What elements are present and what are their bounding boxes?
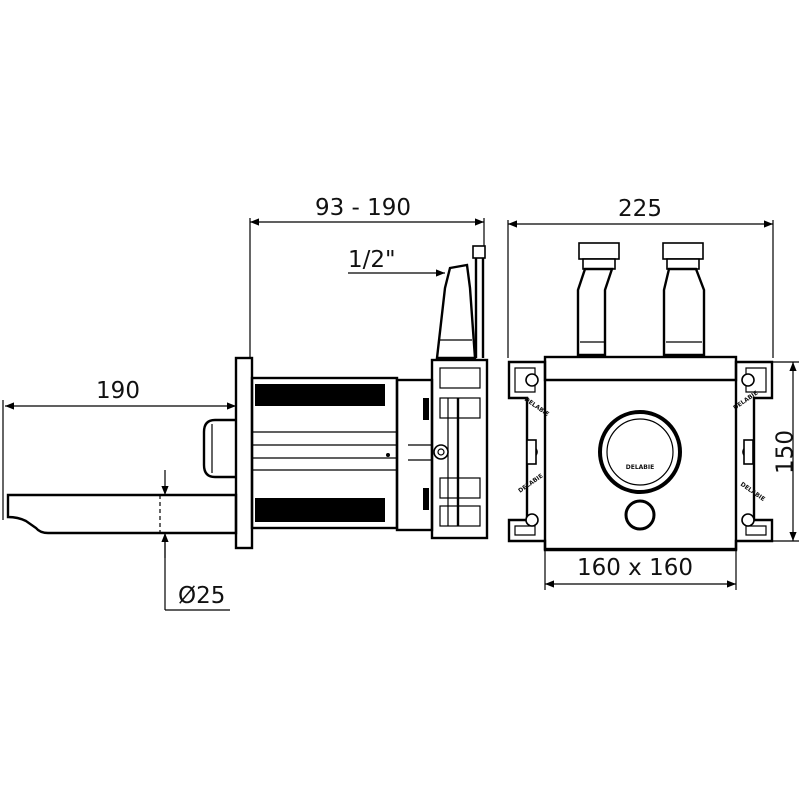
inlet-fitting: [435, 245, 486, 360]
outlet-port: [624, 499, 656, 531]
side-view: 190 93 - 190 1/2" Ø25: [2, 195, 489, 611]
dim-spout-diameter: Ø25: [161, 470, 230, 611]
dim-height: 150: [736, 361, 799, 542]
dim-plate: 160 x 160: [544, 549, 737, 590]
dim-height-label: 150: [773, 430, 799, 474]
inlet-fitting-right: [662, 242, 706, 357]
dim-spout-length-label: 190: [96, 378, 140, 404]
sensor-cap: [202, 418, 236, 479]
body-housing: [250, 376, 399, 530]
inlet-fitting-left: [576, 242, 620, 357]
dim-thread-label: 1/2": [348, 247, 396, 273]
brand-label-left-bottom: DELABIE: [517, 473, 544, 495]
dim-wall-depth-label: 93 - 190: [315, 195, 411, 221]
sensor-window: DELABIE: [598, 410, 682, 494]
installation-box: [395, 358, 489, 540]
dim-width: 225: [507, 196, 774, 358]
brand-label-right-bottom: DELABIE: [739, 481, 766, 503]
dim-wall-depth: 93 - 190: [249, 195, 485, 358]
front-plate: [543, 355, 738, 551]
dim-plate-label: 160 x 160: [577, 555, 693, 581]
dim-spout-diameter-label: Ø25: [178, 583, 225, 609]
spout: [6, 493, 238, 535]
dim-thread: 1/2": [348, 247, 445, 277]
dim-width-label: 225: [618, 196, 662, 222]
dim-spout-length: 190: [2, 378, 236, 520]
brand-label-center: DELABIE: [626, 464, 654, 471]
front-view: DELABIE DELABIE DELABIE DELABIE DELABIE: [507, 196, 799, 590]
flange-plate: [234, 356, 254, 550]
